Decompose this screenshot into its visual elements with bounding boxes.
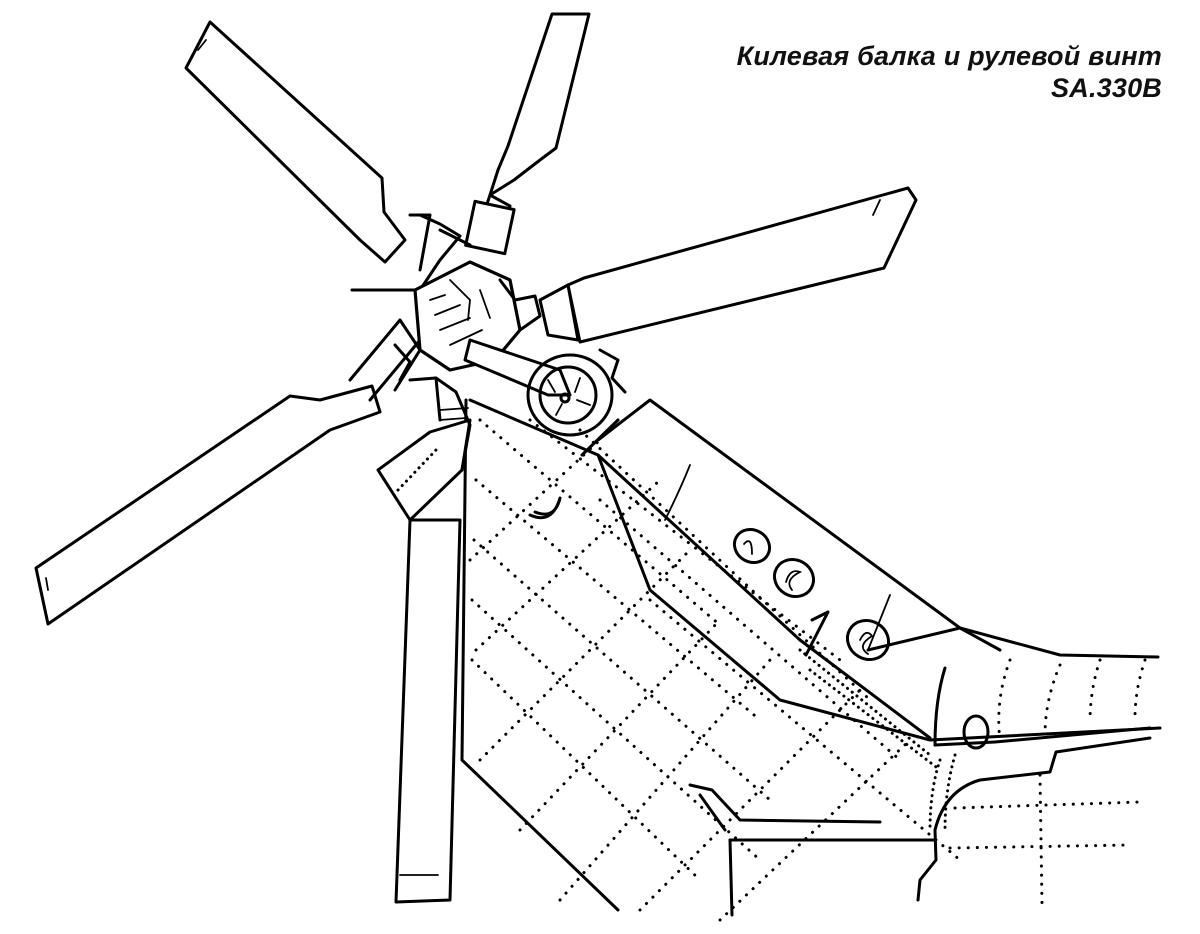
rotor-blades — [34, 12, 918, 904]
rivet-lines-diagonal — [470, 418, 962, 882]
inspection-port-3 — [845, 618, 891, 662]
inspection-port-1 — [732, 527, 772, 565]
blade-upper-left — [184, 20, 407, 264]
blade-lower-left — [34, 384, 382, 626]
figure-caption: Килевая балка и рулевой винт SA.330B — [737, 40, 1162, 104]
inspection-port-2 — [772, 557, 816, 599]
tail-boom — [580, 398, 1002, 740]
caption-title: Килевая балка и рулевой винт — [736, 41, 1162, 71]
blade-right — [538, 186, 918, 344]
gearbox — [526, 348, 627, 437]
rotor-hub — [348, 213, 627, 472]
tail-fin — [460, 398, 1162, 922]
blade-top — [464, 12, 591, 256]
tail-fairing — [728, 626, 1160, 907]
caption-model: SA.330B — [1051, 73, 1162, 103]
rivet-lines-cross — [468, 438, 912, 922]
blade-bottom — [376, 418, 472, 904]
